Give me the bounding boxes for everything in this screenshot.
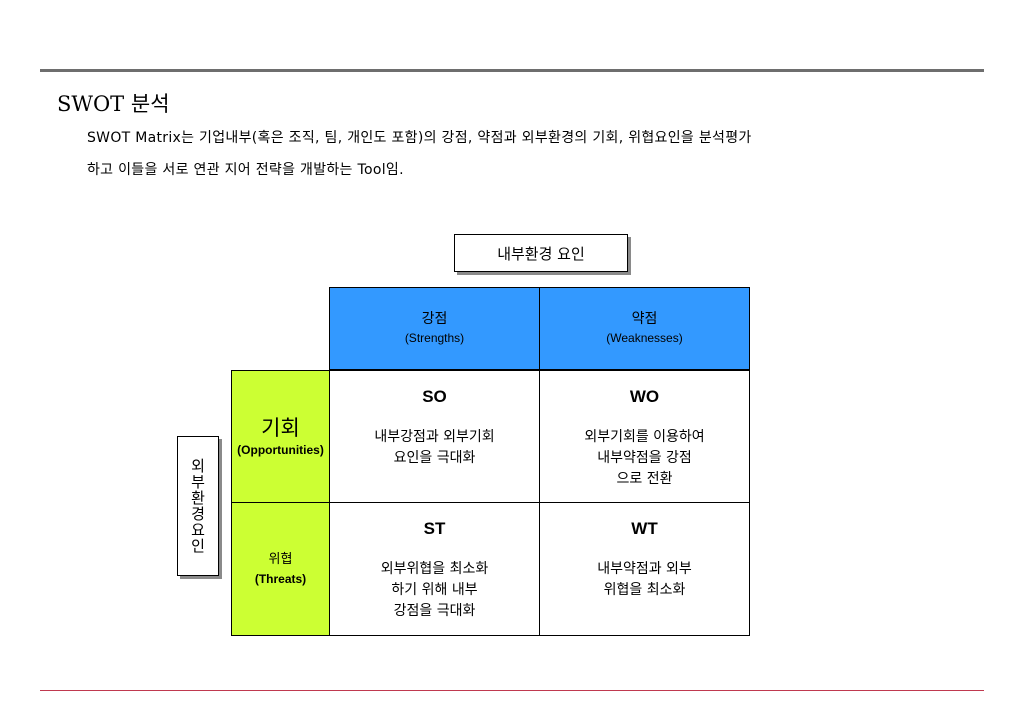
row-opportunities-korean: 기회: [261, 415, 300, 440]
row-opportunities: 기회 (Opportunities): [231, 370, 330, 503]
page-title: SWOT 분석: [57, 92, 170, 116]
cell-wo-line: 외부기회를 이용하여: [584, 429, 705, 445]
description-line-2: 하고 이들을 서로 연관 지어 전략을 개발하는 Tool임.: [87, 162, 404, 178]
header-weaknesses-english: (Weaknesses): [606, 331, 683, 345]
external-factor-text: 외부환경요인: [188, 458, 207, 554]
cell-wo-line: 으로 전환: [616, 471, 673, 487]
header-strengths: 강점 (Strengths): [329, 287, 540, 370]
cell-st-line: 강점을 극대화: [393, 603, 476, 619]
bottom-divider: [40, 690, 984, 691]
external-factor-label: 외부환경요인: [177, 436, 219, 576]
description-line-1: SWOT Matrix는 기업내부(혹은 조직, 팀, 개인도 포함)의 강점,…: [87, 130, 752, 146]
header-strengths-english: (Strengths): [404, 331, 465, 345]
cell-so: SO 내부강점과 외부기회 요인을 극대화: [329, 370, 540, 503]
row-threats-english: (Threats): [254, 572, 307, 586]
row-opportunities-english: (Opportunities): [237, 442, 324, 457]
top-divider: [40, 69, 984, 72]
internal-factor-text: 내부환경 요인: [497, 244, 585, 263]
cell-wt-code: WT: [631, 519, 658, 538]
cell-so-line: 요인을 극대화: [393, 450, 476, 466]
cell-wt-strategy: 내부약점과 외부 위협을 최소화: [540, 559, 749, 601]
header-weaknesses: 약점 (Weaknesses): [539, 287, 750, 370]
cell-so-code: SO: [422, 387, 447, 406]
cell-wo-strategy: 외부기회를 이용하여 내부약점을 강점 으로 전환: [540, 427, 749, 490]
cell-wt-line: 내부약점과 외부: [597, 561, 692, 577]
cell-st-line: 하기 위해 내부: [391, 582, 478, 598]
row-threats-korean: 위협: [268, 552, 293, 567]
header-weaknesses-korean: 약점: [631, 311, 658, 327]
cell-st: ST 외부위협을 최소화 하기 위해 내부 강점을 극대화: [329, 502, 540, 636]
cell-st-strategy: 외부위협을 최소화 하기 위해 내부 강점을 극대화: [330, 559, 539, 622]
cell-so-line: 내부강점과 외부기회: [374, 429, 495, 445]
cell-wo: WO 외부기회를 이용하여 내부약점을 강점 으로 전환: [539, 370, 750, 503]
cell-st-code: ST: [423, 519, 446, 538]
row-threats: 위협 (Threats): [231, 502, 330, 636]
cell-wo-code: WO: [629, 387, 660, 406]
cell-so-strategy: 내부강점과 외부기회 요인을 극대화: [330, 427, 539, 469]
internal-factor-label: 내부환경 요인: [454, 234, 628, 272]
header-strengths-korean: 강점: [421, 311, 448, 327]
description: SWOT Matrix는 기업내부(혹은 조직, 팀, 개인도 포함)의 강점,…: [87, 122, 987, 186]
cell-st-line: 외부위협을 최소화: [380, 561, 489, 577]
cell-wo-line: 내부약점을 강점: [597, 450, 692, 466]
cell-wt-line: 위협을 최소화: [603, 582, 686, 598]
cell-wt: WT 내부약점과 외부 위협을 최소화: [539, 502, 750, 636]
